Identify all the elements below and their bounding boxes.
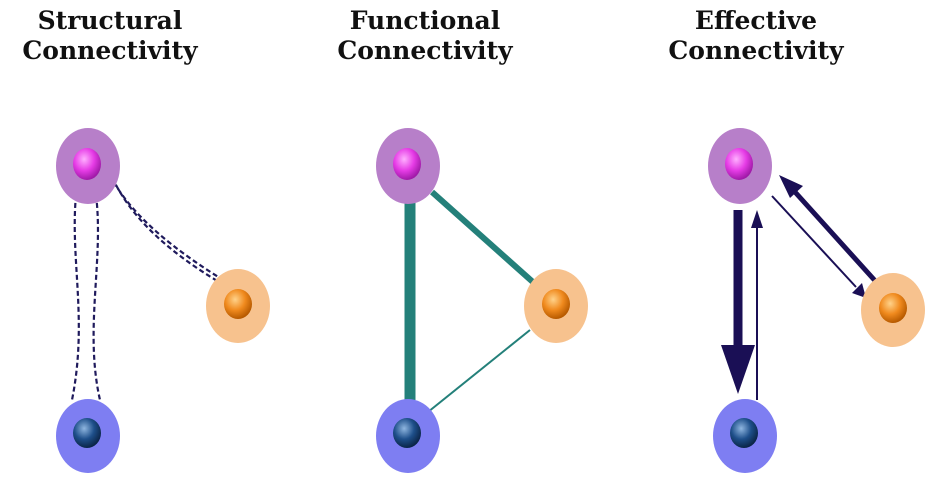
node-top [708,128,772,204]
title-line-1: Structural [37,6,183,35]
title-line-1: Effective [694,6,818,35]
effective-edges [721,175,880,400]
structural-edges [70,174,225,401]
node-bottom [713,399,777,473]
title-line-2: Connectivity [22,36,198,65]
structural-edge-top-bottom-b [92,194,102,401]
node-bottom [376,399,440,473]
structural-edge-top-bottom-a [70,194,80,401]
effective-arrow-bottom-to-top [751,210,763,400]
effective-connectivity-title: Effective Connectivity [646,6,866,66]
structural-connectivity-title: Structural Connectivity [0,6,220,66]
effective-arrow-top-to-right [771,195,866,298]
effective-arrow-top-to-bottom [721,210,755,394]
title-line-2: Connectivity [337,36,513,65]
effective-arrow-right-to-top [779,175,880,286]
node-right [524,269,588,343]
title-line-1: Functional [349,6,501,35]
node-top [376,128,440,204]
node-top [56,128,120,204]
functional-connectivity-title: Functional Connectivity [315,6,535,66]
node-bottom [56,399,120,473]
node-right [861,273,925,347]
functional-edges [404,189,536,413]
effective-panel [708,128,925,473]
structural-edge-top-right-b [115,184,225,286]
structural-edge-top-right-a [109,174,221,279]
title-line-2: Connectivity [668,36,844,65]
node-right [206,269,270,343]
functional-edge-right-bottom [427,329,531,413]
structural-panel [56,128,270,473]
functional-edge-top-right [430,189,536,286]
functional-panel [376,128,588,473]
